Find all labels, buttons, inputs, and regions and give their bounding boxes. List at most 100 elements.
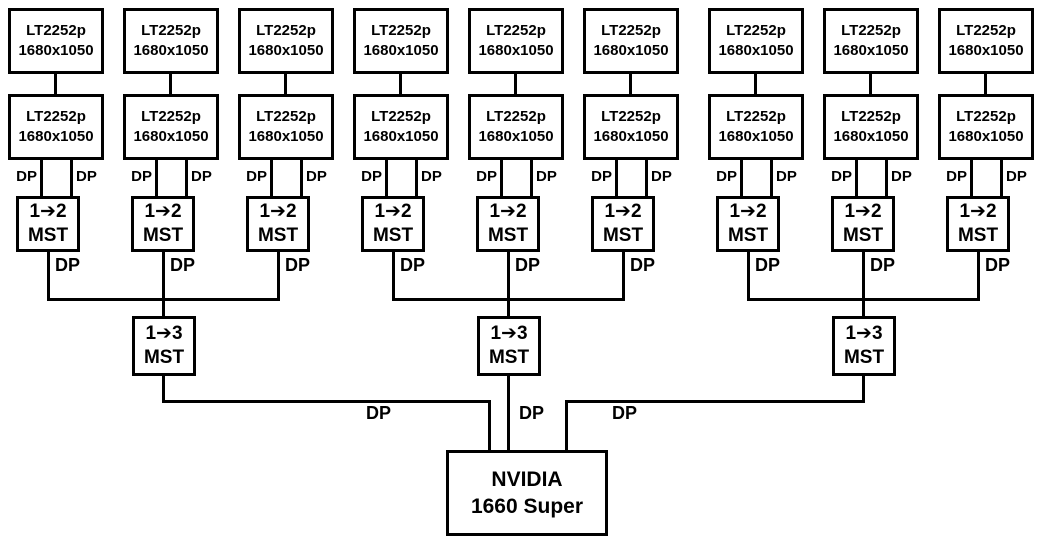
monitor-model: LT2252p — [601, 108, 661, 125]
monitor-box: LT2252p 1680x1050 — [353, 94, 449, 160]
dp-cable-line — [162, 400, 491, 403]
monitor-model: LT2252p — [956, 108, 1016, 125]
monitor-daisy-chain-line — [169, 74, 172, 94]
mst-hub-ratio: 1➔2 — [374, 201, 412, 222]
dp-cable-line — [300, 160, 303, 196]
dp-cable-line — [615, 160, 618, 196]
monitor-daisy-chain-line — [284, 74, 287, 94]
monitor-box: LT2252p 1680x1050 — [823, 94, 919, 160]
dp-cable-line — [488, 400, 491, 452]
monitor-model: LT2252p — [601, 22, 661, 39]
monitor-model: LT2252p — [256, 22, 316, 39]
gpu-box: NVIDIA 1660 Super — [446, 450, 608, 536]
dp-port-label: DP — [306, 168, 327, 185]
mst-1to2-hub: 1➔2 MST — [946, 196, 1010, 252]
dp-cable-line — [47, 252, 50, 301]
display-column-5: LT2252p 1680x1050 LT2252p 1680x1050 DP D… — [468, 0, 564, 546]
monitor-resolution: 1680x1050 — [18, 128, 94, 145]
dp-cable-line — [277, 252, 280, 301]
display-column-2: LT2252p 1680x1050 LT2252p 1680x1050 DP D… — [123, 0, 219, 546]
monitor-model: LT2252p — [371, 22, 431, 39]
monitor-box: LT2252p 1680x1050 — [123, 8, 219, 74]
monitor-resolution: 1680x1050 — [363, 42, 439, 59]
dp-cable-line — [155, 160, 158, 196]
monitor-model: LT2252p — [141, 108, 201, 125]
gpu-model: 1660 Super — [470, 495, 584, 518]
dp-cable-line — [565, 400, 568, 452]
mst-hub-label: MST — [602, 225, 644, 246]
monitor-resolution: 1680x1050 — [478, 42, 554, 59]
mst-hub-label: MST — [142, 225, 184, 246]
monitor-box: LT2252p 1680x1050 — [708, 94, 804, 160]
monitor-box: LT2252p 1680x1050 — [583, 94, 679, 160]
mst-hub-ratio: 1➔2 — [729, 201, 767, 222]
monitor-model: LT2252p — [841, 108, 901, 125]
monitor-daisy-chain-line — [754, 74, 757, 94]
dp-cable-label: DP — [630, 255, 656, 275]
dp-port-label: DP — [591, 168, 612, 185]
dp-cable-line — [770, 160, 773, 196]
dp-port-label: DP — [831, 168, 852, 185]
dp-port-label: DP — [946, 168, 967, 185]
mst-hub-label: MST — [487, 225, 529, 246]
mst-hub-ratio: 1➔2 — [144, 201, 182, 222]
monitor-resolution: 1680x1050 — [948, 128, 1024, 145]
monitor-model: LT2252p — [841, 22, 901, 39]
dp-cable-label: DP — [985, 255, 1011, 275]
dp-cable-line — [530, 160, 533, 196]
mst-1to3-hub: 1➔3 MST — [132, 316, 196, 376]
mst-hub-label: MST — [372, 225, 414, 246]
dp-cable-label: DP — [55, 255, 81, 275]
mst-hub-ratio: 1➔3 — [490, 323, 528, 344]
monitor-box: LT2252p 1680x1050 — [123, 94, 219, 160]
mst-hub-ratio: 1➔2 — [844, 201, 882, 222]
dp-cable-line — [415, 160, 418, 196]
monitor-box: LT2252p 1680x1050 — [8, 94, 104, 160]
monitor-resolution: 1680x1050 — [593, 128, 669, 145]
mst-hub-label: MST — [27, 225, 69, 246]
mst-hub-ratio: 1➔2 — [489, 201, 527, 222]
monitor-box: LT2252p 1680x1050 — [8, 8, 104, 74]
dp-port-label: DP — [891, 168, 912, 185]
mst-hub-ratio: 1➔3 — [845, 323, 883, 344]
monitor-model: LT2252p — [26, 22, 86, 39]
monitor-daisy-chain-line — [399, 74, 402, 94]
monitor-resolution: 1680x1050 — [133, 42, 209, 59]
mst-1to2-hub: 1➔2 MST — [361, 196, 425, 252]
monitor-model: LT2252p — [141, 22, 201, 39]
dp-cable-line — [747, 252, 750, 301]
dp-cable-line — [162, 376, 165, 403]
monitor-box: LT2252p 1680x1050 — [468, 8, 564, 74]
dp-cable-line — [977, 252, 980, 301]
mst-hub-label: MST — [727, 225, 769, 246]
display-column-8: LT2252p 1680x1050 LT2252p 1680x1050 DP D… — [823, 0, 919, 546]
mst-hub-ratio: 1➔2 — [959, 201, 997, 222]
display-column-1: LT2252p 1680x1050 LT2252p 1680x1050 DP D… — [8, 0, 104, 546]
dp-cable-line — [385, 160, 388, 196]
monitor-daisy-chain-line — [629, 74, 632, 94]
monitor-model: LT2252p — [486, 108, 546, 125]
mst-hub-ratio: 1➔2 — [604, 201, 642, 222]
display-column-3: LT2252p 1680x1050 LT2252p 1680x1050 DP D… — [238, 0, 334, 546]
monitor-resolution: 1680x1050 — [248, 42, 324, 59]
dp-port-label: DP — [16, 168, 37, 185]
mst-hub-label: MST — [143, 347, 185, 368]
mst-1to2-hub: 1➔2 MST — [831, 196, 895, 252]
monitor-box: LT2252p 1680x1050 — [938, 94, 1034, 160]
dp-cable-label: DP — [870, 255, 896, 275]
dp-port-label: DP — [1006, 168, 1027, 185]
dp-port-label: DP — [651, 168, 672, 185]
dp-cable-line — [270, 160, 273, 196]
dp-cable-label: DP — [366, 403, 392, 423]
mst-hub-label: MST — [957, 225, 999, 246]
mst-hub-label: MST — [488, 347, 530, 368]
dp-cable-line — [885, 160, 888, 196]
mst-hub-ratio: 1➔3 — [145, 323, 183, 344]
dp-cable-line — [622, 252, 625, 301]
dp-cable-line — [40, 160, 43, 196]
monitor-resolution: 1680x1050 — [248, 128, 324, 145]
monitor-resolution: 1680x1050 — [948, 42, 1024, 59]
dp-cable-label: DP — [285, 255, 311, 275]
monitor-daisy-chain-line — [869, 74, 872, 94]
